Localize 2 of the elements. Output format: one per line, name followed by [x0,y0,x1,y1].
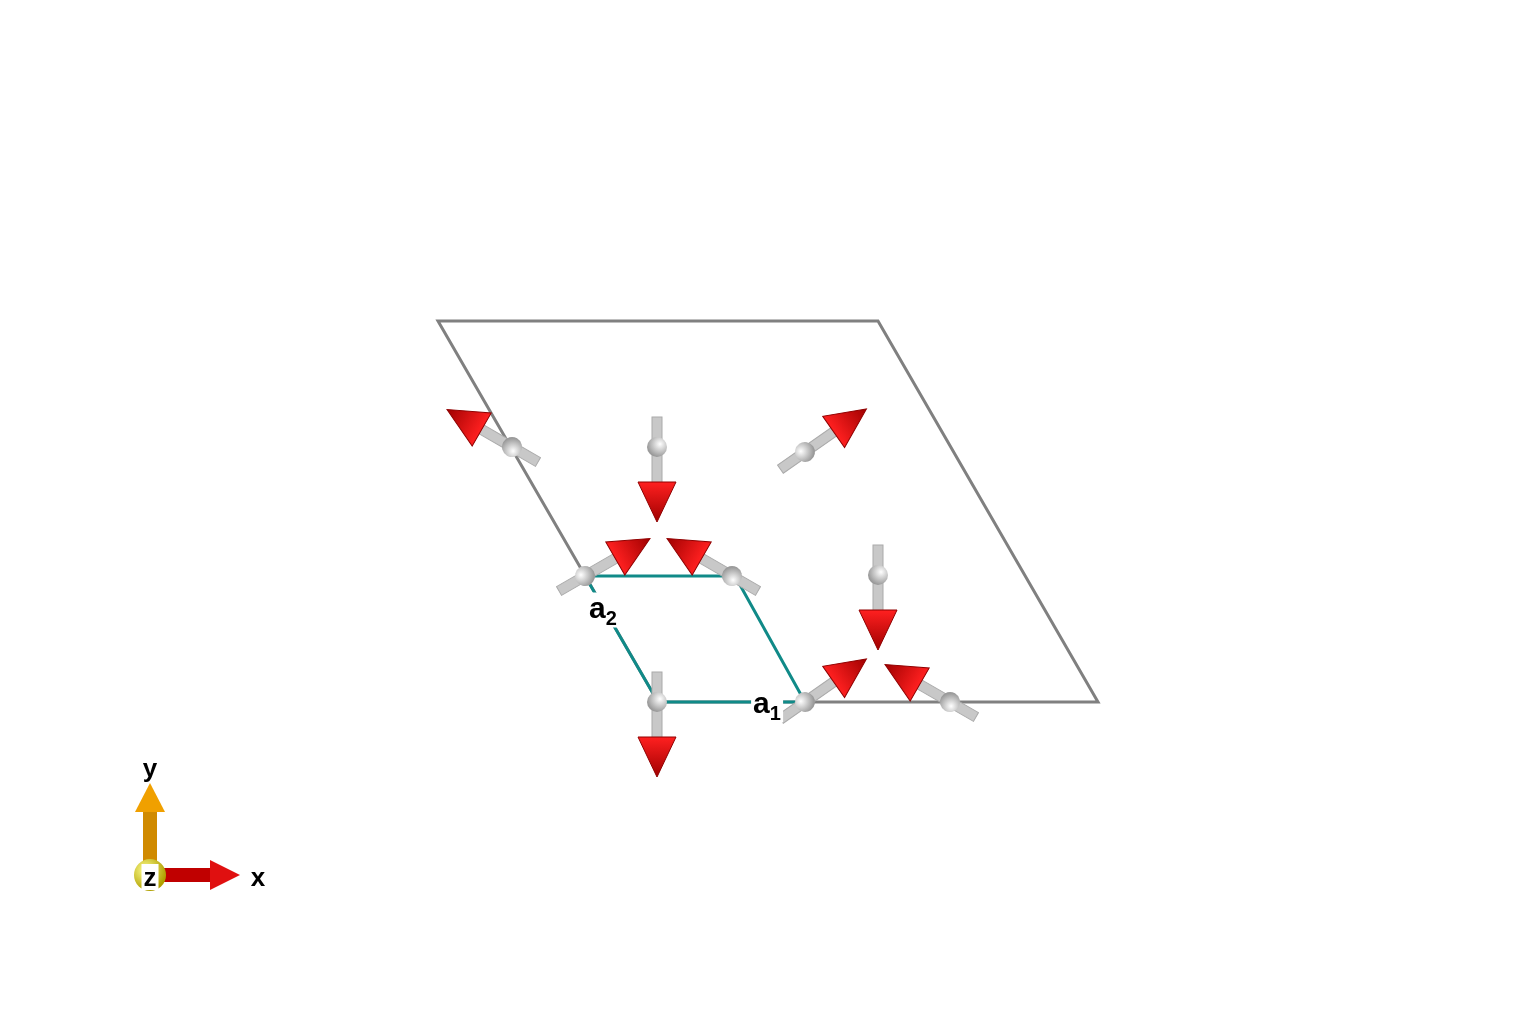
vector-label: a$_{2}$ [587,592,619,628]
axis-label: z [141,864,159,890]
